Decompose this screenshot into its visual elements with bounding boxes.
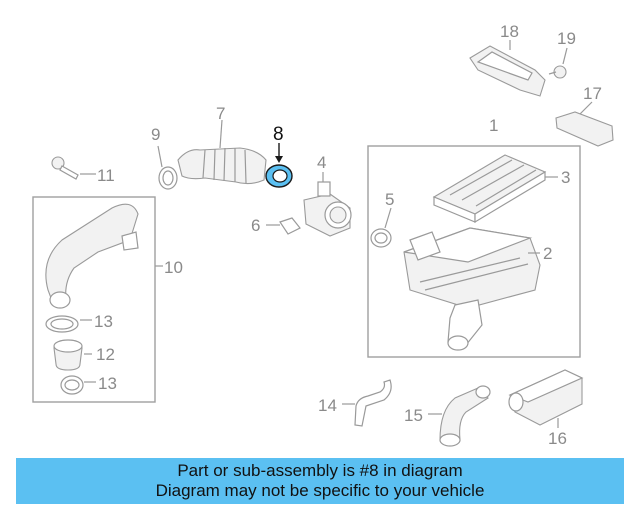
callout-14: 14	[318, 396, 337, 415]
part-2-air-cleaner-housing[interactable]	[403, 227, 541, 351]
callout-7: 7	[216, 104, 225, 123]
banner-line-1: Part or sub-assembly is #8 in diagram	[177, 461, 463, 480]
callout-13-lower: 13	[98, 374, 117, 393]
part-9-clamp[interactable]	[157, 145, 178, 190]
callout-15: 15	[404, 406, 423, 425]
callout-18: 18	[500, 22, 519, 41]
callout-2: 2	[543, 244, 552, 263]
part-16-air-inlet[interactable]	[508, 369, 584, 428]
part-17-cover[interactable]	[555, 101, 614, 147]
part-5-seal[interactable]	[370, 207, 392, 248]
callout-1: 1	[489, 116, 498, 135]
parts-diagram: 18 19 17 1 7 9 8 4 11 3 5 6 2 10 13 12 1…	[32, 22, 614, 448]
callout-19: 19	[557, 29, 576, 48]
part-7-intake-hose[interactable]	[177, 119, 267, 185]
part-1-group-box	[367, 145, 581, 358]
banner-line-2: Diagram may not be specific to your vehi…	[155, 481, 485, 500]
callout-4: 4	[317, 153, 326, 172]
callout-17: 17	[583, 84, 602, 103]
part-11-bolt[interactable]	[51, 156, 96, 180]
callout-10: 10	[164, 258, 183, 277]
info-banner: Part or sub-assembly is #8 in diagram Di…	[16, 458, 624, 504]
callout-8-highlighted: 8	[273, 124, 284, 145]
callout-13-upper: 13	[94, 312, 113, 331]
part-4-air-flow-sensor[interactable]	[303, 172, 352, 237]
part-10-group-box	[32, 196, 156, 403]
callout-9: 9	[151, 125, 160, 144]
part-12-coupler[interactable]	[53, 339, 92, 371]
part-8-clamp-highlighted[interactable]	[265, 143, 293, 188]
callout-6: 6	[251, 216, 260, 235]
callout-5: 5	[385, 190, 394, 209]
part-6-bolt[interactable]	[266, 217, 301, 235]
part-13-clamp-lower[interactable]	[60, 375, 96, 395]
part-10-intake-duct[interactable]	[45, 203, 163, 309]
part-3-filter-element[interactable]	[432, 154, 558, 224]
callout-12: 12	[96, 345, 115, 364]
part-19-bolt[interactable]	[548, 47, 568, 79]
part-13-clamp-upper[interactable]	[45, 315, 92, 333]
callout-3: 3	[561, 168, 570, 187]
part-15-elbow-hose[interactable]	[428, 385, 491, 447]
callout-16: 16	[548, 429, 567, 448]
part-14-vent-tube[interactable]	[342, 379, 392, 427]
callout-11: 11	[97, 166, 115, 185]
part-18-resonator[interactable]	[469, 40, 546, 97]
